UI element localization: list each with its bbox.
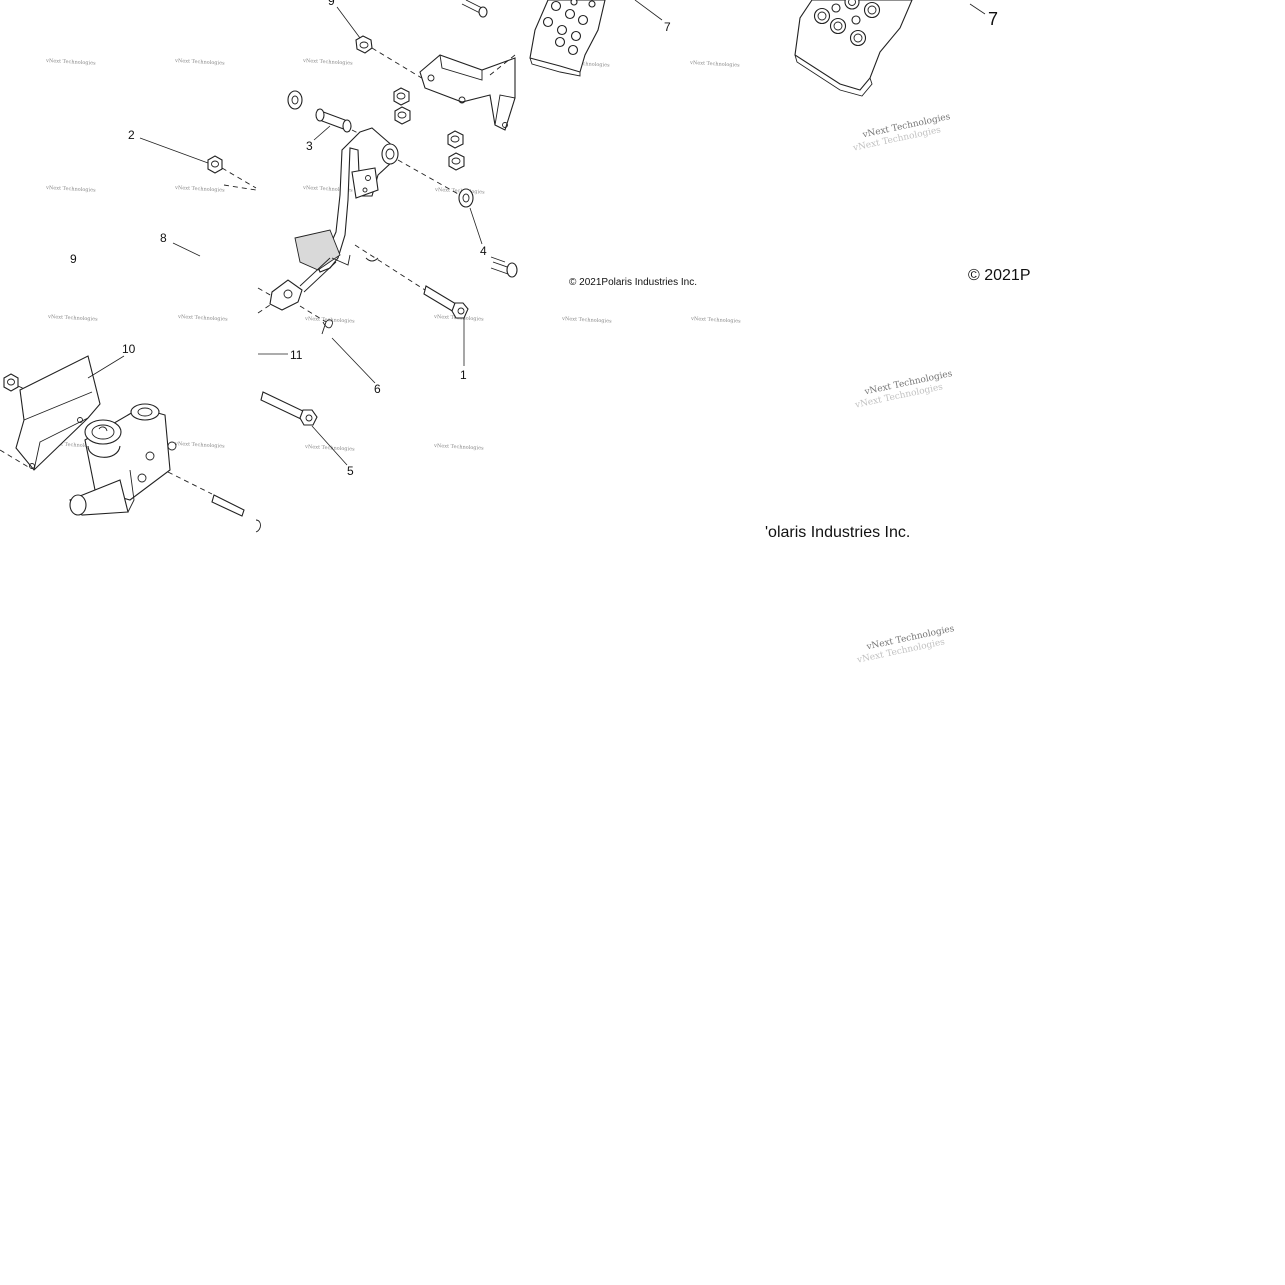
pin-top	[461, 0, 488, 18]
flange-nuts	[393, 87, 465, 171]
sleeve-3	[315, 108, 352, 133]
watermark: vNext Technologies	[304, 316, 355, 325]
watermark: vNext Technologies	[302, 185, 353, 194]
watermark: vNext Technologies	[304, 444, 355, 453]
brake-pedal-arm	[294, 127, 399, 273]
watermark: vNext Technologies	[434, 187, 485, 196]
leader-line	[969, 3, 986, 15]
watermark: vNext Technologies	[45, 185, 96, 194]
watermark: vNext Technologies	[559, 60, 610, 69]
callout-1: 1	[460, 368, 467, 382]
assembly-line	[371, 47, 426, 81]
watermark: vNext Technologies	[690, 316, 741, 325]
bolt-1	[423, 285, 469, 319]
assembly-line	[354, 244, 426, 291]
assembly-line	[257, 304, 271, 314]
callout-2: 2	[128, 128, 135, 142]
bolt-5	[260, 391, 318, 426]
callout-4: 4	[480, 244, 487, 258]
nut-left-10	[3, 373, 19, 392]
watermark: vNext Technologies	[174, 441, 225, 450]
clevis	[269, 257, 337, 311]
watermark: vNext Technologies	[47, 314, 98, 323]
bushing-3	[287, 90, 303, 110]
leader-lines-left	[87, 0, 663, 466]
callout-3: 3	[306, 139, 313, 153]
nut-9	[355, 35, 373, 54]
bushing-4	[458, 188, 474, 208]
watermark-layer-small: vNext Technologies vNext Technologies vN…	[45, 58, 741, 453]
cotter-pin-6	[321, 319, 333, 335]
copyright-large: © 2021P	[968, 267, 1031, 284]
callout-8: 8	[160, 231, 167, 245]
left-diagram: 9 7 2 3 8 9 4 10 11 6 1 5 © 2021Polaris …	[0, 0, 697, 533]
watermark: vNext Technologies	[174, 185, 225, 194]
watermark: vNext Technologies	[433, 443, 484, 452]
assembly-line	[167, 471, 213, 495]
assembly-line	[397, 159, 461, 196]
watermark: vNext Technologies	[689, 60, 740, 69]
master-cylinder	[69, 403, 177, 516]
callout-9-left: 9	[70, 252, 77, 266]
right-diagram: 7 © 2021P 'olaris Industries Inc.	[765, 0, 1031, 541]
pedal-mount-bracket	[419, 54, 516, 131]
watermark: vNext Technologies	[45, 58, 96, 67]
watermark: vNext Technologies	[177, 314, 228, 323]
watermark-layer-large: vNext Technologies vNext Technologies vN…	[851, 112, 955, 666]
assembly-line	[223, 184, 257, 191]
shield-plate-10	[15, 355, 101, 471]
foot-pad-large	[794, 0, 913, 97]
watermark: vNext Technologies	[561, 316, 612, 325]
copyright-small: © 2021Polaris Industries Inc.	[569, 277, 697, 288]
nut-2	[207, 155, 223, 174]
watermark: vNext Technologies	[302, 58, 353, 67]
callout-7-large: 7	[988, 9, 998, 29]
assembly-line	[257, 287, 273, 297]
rod-lower	[211, 494, 245, 517]
watermark: vNext Technologies	[47, 441, 98, 450]
callout-7-small: 7	[664, 20, 671, 34]
callout-11: 11	[290, 348, 303, 362]
callout-10: 10	[122, 342, 136, 356]
clip-edge	[255, 519, 261, 533]
foot-pad-small	[529, 0, 606, 77]
copyright-large-continued: 'olaris Industries Inc.	[765, 524, 910, 541]
assembly-line	[0, 449, 31, 469]
callout-9-top: 9	[328, 0, 335, 8]
callout-6: 6	[374, 382, 381, 396]
watermark: vNext Technologies	[174, 58, 225, 67]
callout-5: 5	[347, 464, 354, 478]
clip-4-right	[490, 261, 518, 278]
assembly-line	[221, 167, 257, 189]
